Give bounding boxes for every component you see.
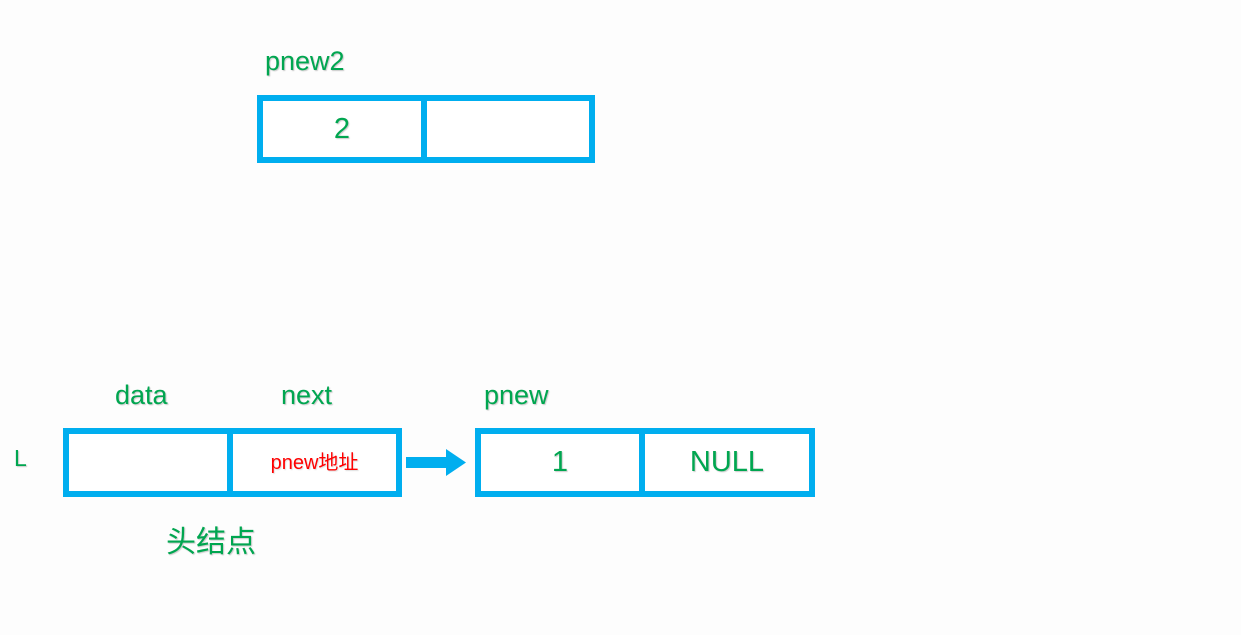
head-node[interactable]: pnew地址 — [63, 428, 402, 497]
pnew-pointer-label: pnew — [484, 380, 549, 410]
pnew2-next-cell[interactable] — [427, 101, 589, 157]
arrow-right-icon — [406, 449, 466, 476]
pnew2-pointer-label: pnew2 — [265, 46, 345, 76]
field-label-next: next — [281, 380, 333, 410]
pnew-node[interactable]: 1 NULL — [475, 428, 815, 497]
pnew-next-cell[interactable]: NULL — [645, 434, 809, 491]
head-pointer-label-L: L — [14, 445, 27, 471]
head-node-next-cell[interactable]: pnew地址 — [233, 434, 396, 491]
pnew2-data-cell[interactable]: 2 — [263, 101, 421, 157]
head-node-data-cell[interactable] — [69, 434, 227, 491]
pnew-data-cell[interactable]: 1 — [481, 434, 639, 491]
field-label-data: data — [115, 380, 168, 410]
head-next-to-pnew-arrow — [406, 447, 468, 479]
pnew2-node[interactable]: 2 — [257, 95, 595, 163]
head-node-caption: 头结点 — [166, 525, 256, 560]
